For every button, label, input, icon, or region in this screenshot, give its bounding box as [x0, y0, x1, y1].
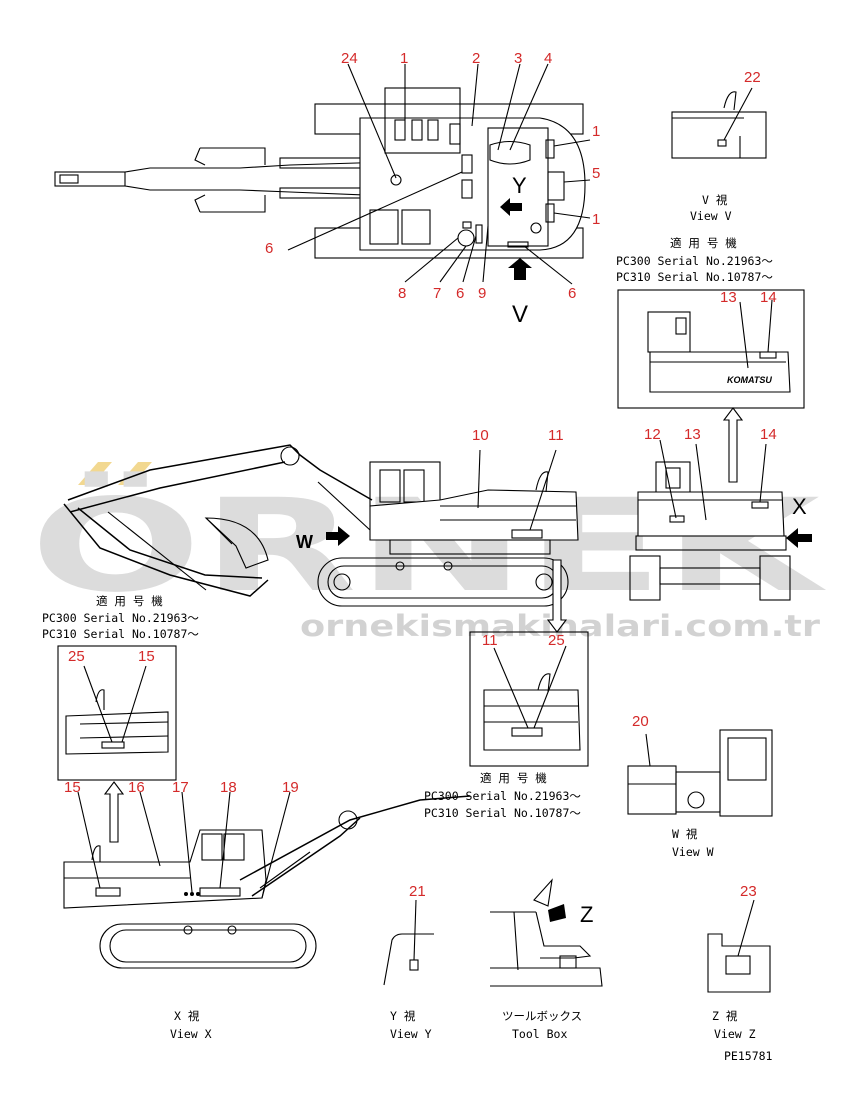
callout-25: 25 [548, 632, 565, 649]
arrow-w-icon [326, 526, 350, 546]
inset-left-drawing [57, 645, 177, 781]
inset-x-drawing [617, 289, 805, 409]
callout-7: 7 [433, 285, 441, 302]
view-w-caption-en: View W [672, 845, 714, 859]
callout-13b: 13 [684, 426, 701, 443]
arrow-label-y: Y [512, 173, 527, 198]
callout-17: 17 [172, 779, 189, 796]
arrow-label-v: V [512, 301, 528, 328]
applicable-pc310-1: PC310 Serial No.10787～ [616, 270, 773, 284]
callout-8: 8 [398, 285, 406, 302]
view-v-drawing [671, 87, 767, 159]
callout-25b: 25 [68, 648, 85, 665]
applicable-pc300-3: PC300 Serial No.21963～ [424, 789, 581, 803]
top-view-drawing [54, 63, 591, 285]
front-view-drawing [629, 439, 791, 601]
callout-18: 18 [220, 779, 237, 796]
arrow-label-x: X [792, 494, 807, 519]
callout-10: 10 [472, 427, 489, 444]
view-z-caption-en: View Z [714, 1027, 756, 1041]
komatsu-decal: KOMATSU [727, 375, 772, 385]
view-w-caption-jp: W 視 [672, 827, 698, 841]
applicable-heading-3: 適 用 号 機 [480, 771, 547, 785]
callout-14: 14 [760, 289, 777, 306]
callout-20: 20 [632, 713, 649, 730]
callout-11b: 11 [482, 632, 498, 649]
callout-15: 15 [138, 648, 155, 665]
callout-3: 3 [514, 50, 522, 67]
applicable-heading-2: 適 用 号 機 [96, 594, 163, 608]
applicable-pc300-2: PC300 Serial No.21963～ [42, 611, 199, 625]
callout-19: 19 [282, 779, 299, 796]
bottom-side-drawing [63, 791, 471, 969]
applicable-pc300-1: PC300 Serial No.21963～ [616, 254, 773, 268]
arrow-down-icon [546, 559, 568, 633]
view-x-caption-jp: X 視 [174, 1009, 200, 1023]
tool-box-caption-en: Tool Box [512, 1027, 567, 1041]
callout-9: 9 [478, 285, 486, 302]
callout-22: 22 [744, 69, 761, 86]
arrow-up-icon [722, 407, 744, 483]
view-y-caption-jp: Y 視 [390, 1009, 416, 1023]
view-y-caption-en: View Y [390, 1027, 432, 1041]
view-v-caption-jp: V 視 [702, 193, 728, 207]
callout-14b: 14 [760, 426, 777, 443]
view-x-caption-en: View X [170, 1027, 212, 1041]
arrow-label-z: Z [580, 902, 593, 927]
arrow-v-icon [508, 258, 532, 280]
callout-16: 16 [128, 779, 145, 796]
callout-24: 24 [341, 50, 358, 67]
arrow-x-icon [786, 528, 812, 548]
view-v-caption-en: View V [690, 209, 732, 223]
callout-12: 12 [644, 426, 661, 443]
callout-6b: 6 [456, 285, 464, 302]
applicable-heading-1: 適 用 号 機 [670, 236, 737, 250]
view-z-caption-jp: Z 視 [712, 1009, 738, 1023]
callout-23: 23 [740, 883, 757, 900]
callout-6: 6 [265, 240, 273, 257]
view-y-drawing [383, 899, 434, 986]
tool-box-caption-jp: ツールボックス [502, 1009, 582, 1023]
callout-1: 1 [400, 50, 408, 67]
applicable-pc310-2: PC310 Serial No.10787～ [42, 627, 199, 641]
callout-2: 2 [472, 50, 480, 67]
part-code: PE15781 [724, 1049, 773, 1063]
callout-21: 21 [409, 883, 426, 900]
callout-1b: 1 [592, 123, 600, 140]
callout-11: 11 [548, 427, 564, 444]
callout-4: 4 [544, 50, 552, 67]
inset-w-drawing [469, 631, 589, 767]
view-z-drawing [707, 899, 771, 993]
callout-1c: 1 [592, 211, 600, 228]
applicable-pc310-3: PC310 Serial No.10787～ [424, 806, 581, 820]
tool-box-drawing [490, 878, 603, 987]
callout-5: 5 [592, 165, 600, 182]
callout-13: 13 [720, 289, 737, 306]
view-w-drawing [627, 729, 773, 817]
callout-6c: 6 [568, 285, 576, 302]
callout-15b: 15 [64, 779, 81, 796]
arrow-up-left-icon [103, 781, 125, 843]
arrow-label-w: W [296, 532, 313, 552]
top-view-callouts: 24 1 2 3 4 1 5 1 6 8 7 6 9 6 [265, 50, 600, 302]
mid-side-drawing [63, 444, 579, 607]
